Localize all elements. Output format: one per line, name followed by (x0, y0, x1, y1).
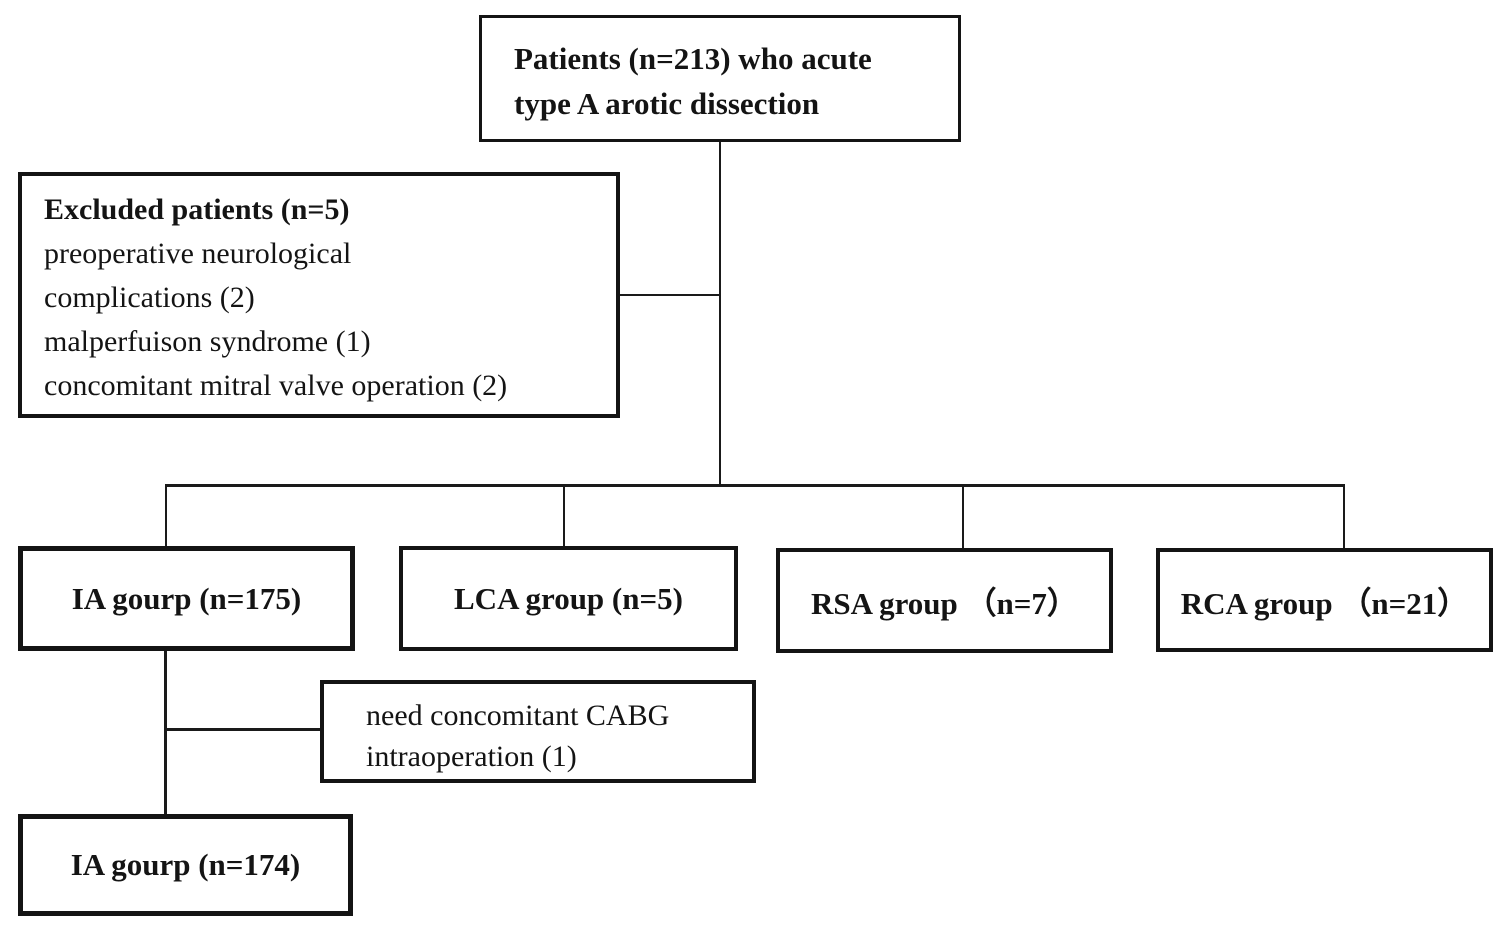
node-cabg-line2: intraoperation (1) (366, 740, 577, 773)
connector-drop-rsa (962, 486, 964, 548)
connector-top-vertical (719, 142, 721, 486)
node-group-rsa-label: RSA group （n=7） (811, 586, 1078, 621)
node-excluded-reason: complications (2) (44, 281, 255, 314)
node-excluded-reason: malperfuison syndrome (1) (44, 325, 371, 358)
node-patients: Patients (n=213) who acute type A arotic… (479, 15, 961, 142)
connector-drop-lca (563, 486, 565, 546)
connector-excluded-horizontal (620, 294, 720, 296)
node-group-lca: LCA group (n=5) (399, 546, 738, 651)
node-excluded-reason: concomitant mitral valve operation (2) (44, 369, 508, 402)
node-excluded-header: Excluded patients (n=5) (44, 193, 350, 226)
node-final-ia: IA gourp (n=174) (18, 814, 353, 916)
node-group-rca-label: RCA group （n=21） (1180, 585, 1469, 621)
node-patients-line1: Patients (n=213) who acute (514, 41, 872, 76)
node-group-lca-label: LCA group (n=5) (454, 580, 683, 616)
node-group-ia: IA gourp (n=175) (18, 546, 355, 651)
node-patients-line2: type A arotic dissection (514, 86, 820, 121)
node-cabg-line1: need concomitant CABG (366, 699, 670, 732)
node-cabg: need concomitant CABG intraoperation (1) (320, 680, 756, 783)
node-excluded: Excluded patients (n=5) preoperative neu… (18, 172, 620, 418)
connector-cabg-horizontal (166, 728, 320, 731)
node-final-ia-label: IA gourp (n=174) (70, 847, 301, 882)
node-group-ia-label: IA gourp (n=175) (71, 580, 302, 616)
node-group-rsa: RSA group （n=7） (776, 548, 1113, 653)
node-group-rca: RCA group （n=21） (1156, 548, 1493, 652)
connector-drop-rca (1343, 486, 1345, 548)
connector-branch-horizontal (165, 484, 1345, 487)
connector-drop-ia (165, 486, 167, 546)
node-excluded-reason: preoperative neurological (44, 237, 352, 270)
connector-ia-vertical (164, 651, 167, 814)
